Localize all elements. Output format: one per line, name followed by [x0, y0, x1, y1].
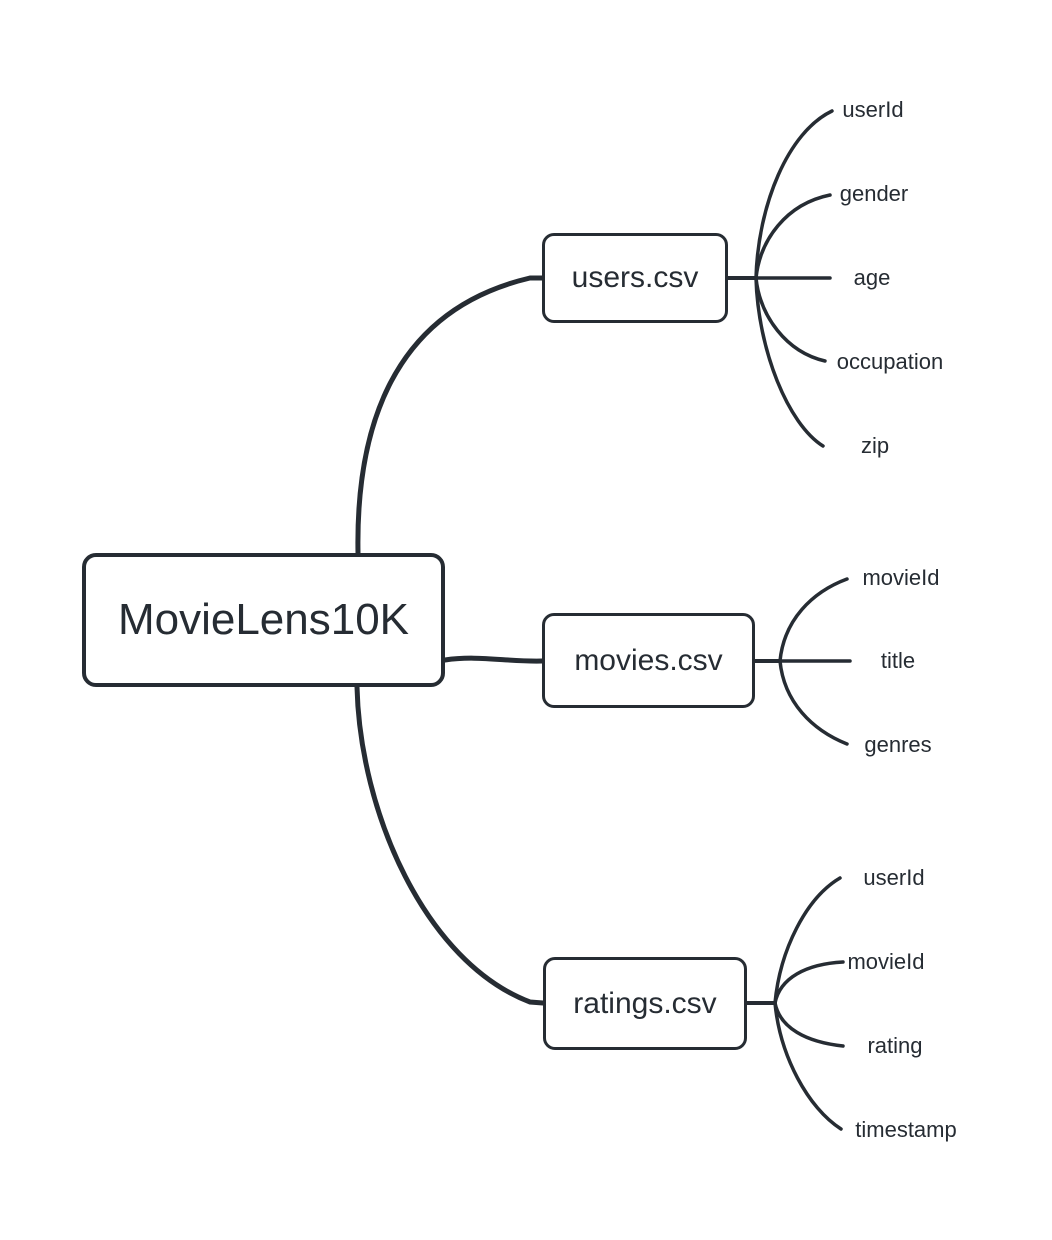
leaf-users-zip: zip — [860, 433, 890, 458]
edge-movies-genres — [778, 659, 849, 746]
edge-root-movies — [442, 655, 545, 664]
edge-ratings-timestamp — [773, 1001, 843, 1131]
node-ratings-csv: ratings.csv — [543, 957, 747, 1050]
edge-root-ratings — [354, 684, 546, 1006]
leaf-movies-genres: genres — [864, 732, 932, 757]
edge-ratings-rating — [773, 1001, 845, 1048]
edge-root-users — [355, 275, 546, 556]
leaf-users-userid: userId — [842, 97, 904, 122]
leaf-users-occupation: occupation — [836, 349, 944, 374]
leaf-ratings-timestamp: timestamp — [855, 1117, 957, 1142]
node-movies-csv-label: movies.csv — [574, 643, 723, 677]
leaf-movies-title: title — [880, 648, 916, 673]
edge-users-userid — [754, 109, 834, 280]
node-users-csv: users.csv — [542, 233, 728, 323]
edge-movies-movieid — [778, 577, 849, 663]
node-root: MovieLens10K — [82, 553, 445, 687]
edge-users-zip — [754, 276, 825, 448]
edge-users-gender — [754, 193, 832, 280]
node-movies-csv: movies.csv — [542, 613, 755, 708]
leaf-ratings-movieid: movieId — [847, 949, 925, 974]
edge-ratings-userid — [773, 876, 842, 1005]
node-root-label: MovieLens10K — [117, 595, 410, 644]
node-ratings-csv-label: ratings.csv — [573, 986, 717, 1020]
leaf-users-gender: gender — [839, 181, 909, 206]
edge-ratings-movieid — [773, 960, 845, 1005]
leaf-movies-movieid: movieId — [862, 565, 940, 590]
leaf-ratings-userid: userId — [863, 865, 925, 890]
node-users-csv-label: users.csv — [571, 261, 699, 294]
leaf-ratings-rating: rating — [867, 1033, 923, 1058]
leaf-users-age: age — [853, 265, 891, 290]
